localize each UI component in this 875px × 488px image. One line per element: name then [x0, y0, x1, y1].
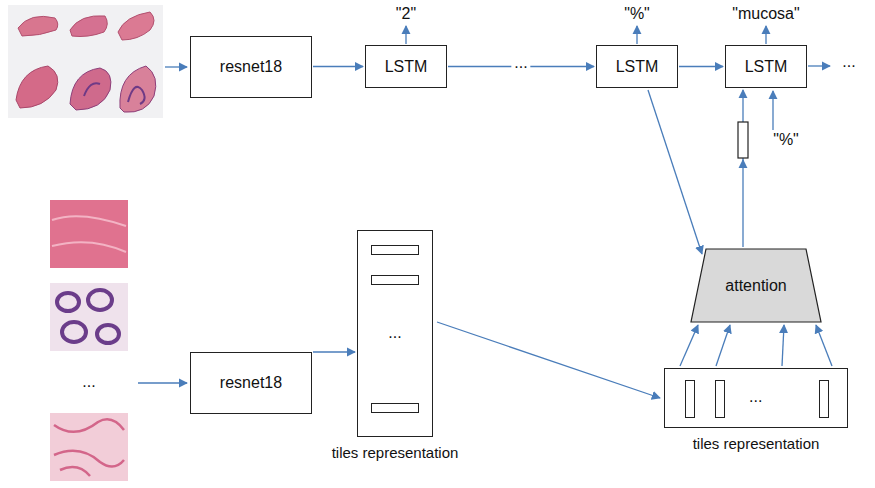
layout-arrows [138, 26, 830, 383]
connector-arrow [648, 90, 702, 254]
connector-arrow [742, 90, 743, 247]
annotation-label: "%" [773, 130, 799, 149]
tile-column [50, 200, 128, 481]
tissue-detail [84, 83, 100, 96]
tissue-section [18, 16, 58, 36]
connector-arrow [313, 66, 363, 67]
annotation-label: "2" [396, 4, 416, 23]
tile-image [50, 200, 128, 268]
cnn-box: resnet18 [190, 36, 312, 98]
feature-vector [715, 380, 725, 418]
node-label: LSTM [385, 57, 428, 76]
context-arrow [742, 160, 743, 162]
cnn-box: resnet18 [190, 352, 312, 414]
output-arrow [636, 26, 637, 44]
attention-trapezoid: attention [690, 248, 822, 323]
connector-arrow [680, 325, 698, 366]
tile-image [50, 413, 128, 481]
feature-vector [371, 245, 419, 255]
feature-stack: ...tiles representation [357, 230, 433, 437]
tissue-section [70, 68, 111, 110]
lstm-box: LSTM [596, 45, 678, 88]
tile-detail [88, 290, 112, 310]
node-label: resnet18 [220, 373, 282, 392]
lstm-box: LSTM [725, 45, 807, 88]
node-label: attention [725, 276, 786, 295]
tile-image [50, 283, 128, 351]
connector-arrow [716, 325, 730, 366]
slide-background [8, 5, 163, 118]
tissue-section [120, 66, 156, 112]
feature-vector [371, 403, 419, 413]
connector-arrow [816, 325, 832, 366]
output-arrow [765, 26, 766, 44]
tile-detail [62, 322, 86, 342]
input-arrow [138, 382, 187, 383]
feature-vector [819, 380, 829, 418]
feature-vector [371, 275, 419, 285]
node-label: ... [388, 323, 401, 342]
lstm-box: LSTM [365, 45, 447, 88]
connector-arrow [782, 325, 784, 366]
node-label: LSTM [616, 57, 659, 76]
tissue-section [16, 66, 58, 108]
output-arrow [405, 26, 406, 44]
tile-detail [54, 419, 124, 476]
node-label: LSTM [745, 57, 788, 76]
continuation-arrow [808, 65, 830, 66]
node-label: ... [749, 387, 762, 406]
feature-vector [685, 380, 695, 418]
tile-detail [97, 325, 119, 343]
tile-detail [52, 216, 126, 252]
token-input-arrow [772, 91, 773, 130]
connector-arrow [437, 322, 660, 398]
slide-thumbnails [8, 5, 163, 118]
tissue-section [70, 16, 107, 37]
annotation-label: "mucosa" [732, 4, 799, 23]
context-vector [738, 122, 748, 158]
annotation-label: "%" [624, 4, 650, 23]
node-label: resnet18 [220, 57, 282, 76]
trapezoid-shape [691, 249, 821, 322]
edge-label: ... [511, 54, 530, 72]
connector-arrow [679, 66, 723, 67]
input-arrow [165, 66, 187, 67]
annotation-label: ... [82, 372, 95, 391]
feature-row: ...tiles representation [664, 368, 848, 428]
annotation-label: ... [842, 52, 855, 71]
tile-detail [57, 293, 79, 311]
tissue-detail [128, 87, 145, 104]
node-heading: tiles representation [332, 444, 459, 461]
node-heading: tiles representation [693, 435, 820, 452]
tissue-section [118, 12, 154, 40]
connector-arrow [313, 351, 355, 352]
